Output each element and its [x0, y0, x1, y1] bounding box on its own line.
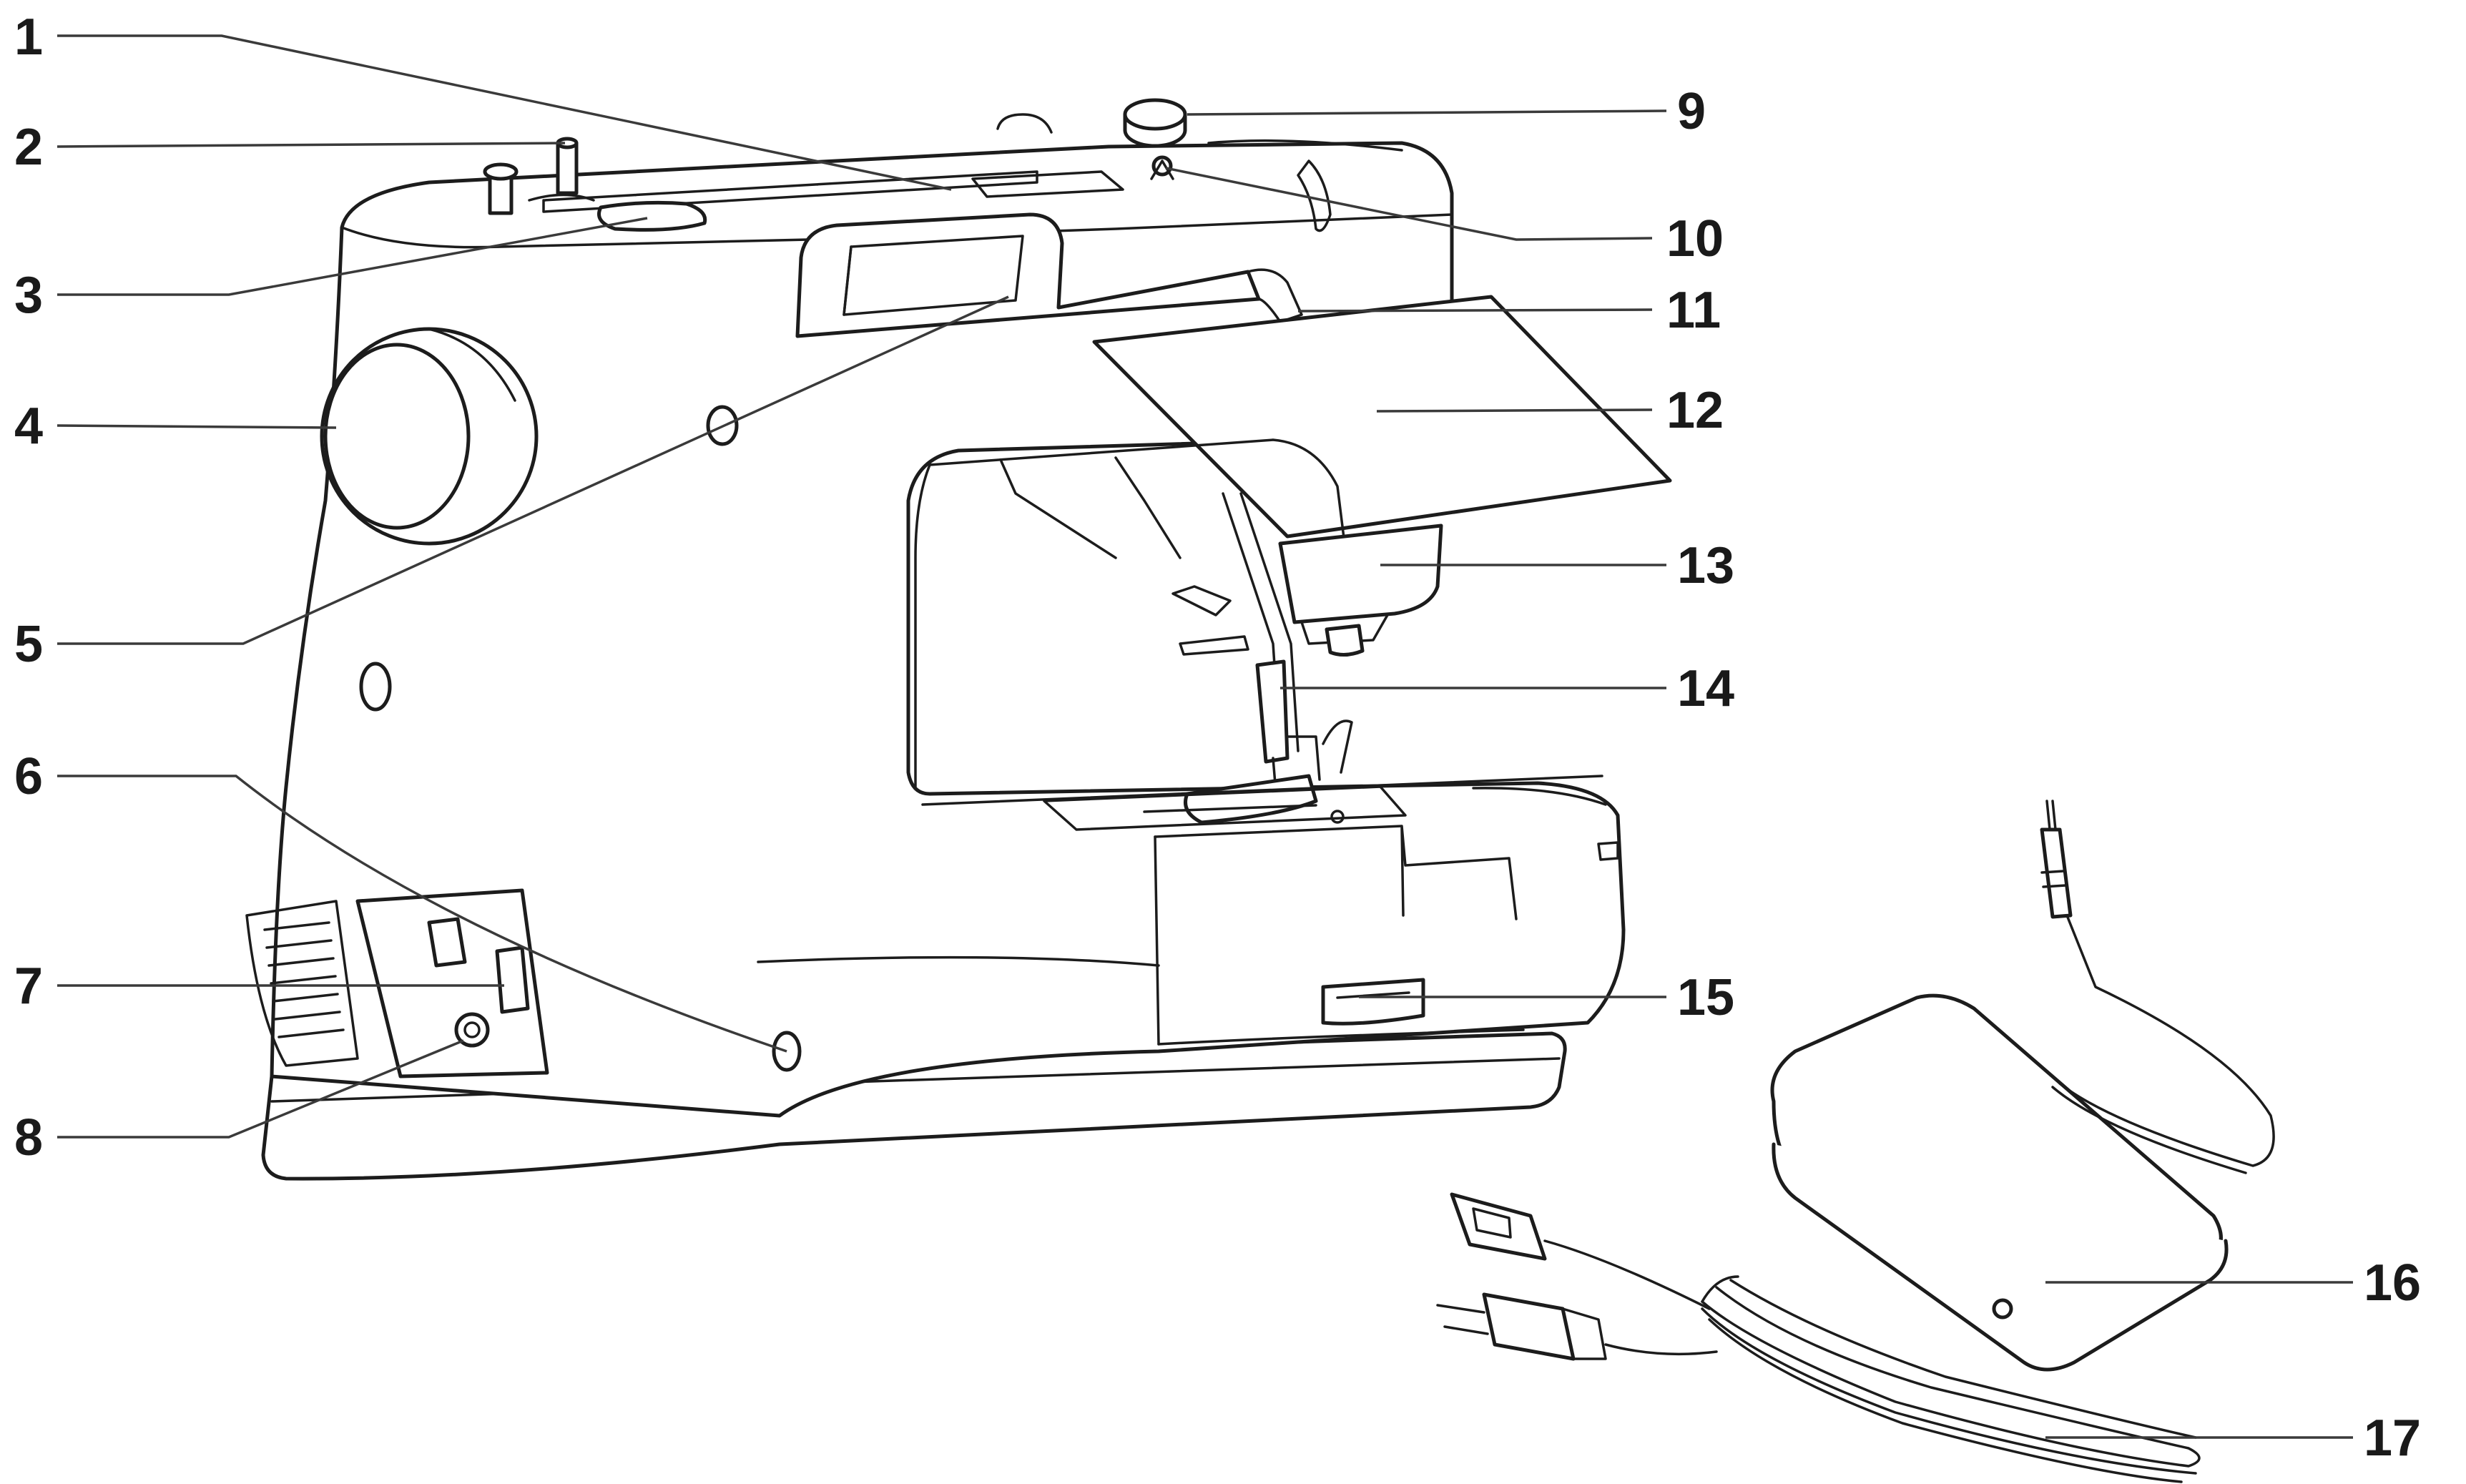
leader-line-12	[1376, 408, 1653, 413]
callout-9: 9	[1677, 83, 1706, 140]
sewing-machine	[245, 98, 1672, 1181]
power-cord	[1701, 1275, 2201, 1483]
leader-line-9	[1187, 109, 1667, 116]
foot-control	[1436, 800, 2275, 1483]
callout-16: 16	[2364, 1254, 2421, 1312]
carrying-handle	[795, 212, 1261, 338]
callout-4: 4	[14, 398, 43, 455]
power-switch	[427, 917, 467, 968]
leader-line-6	[57, 775, 787, 1053]
leader-line-5	[57, 295, 1009, 645]
leader-line-4	[57, 424, 337, 429]
leader-line-1	[57, 34, 952, 191]
callout-5: 5	[14, 616, 43, 673]
callout-11: 11	[1666, 282, 1721, 339]
callout-8: 8	[14, 1109, 43, 1166]
handwheel	[320, 327, 539, 546]
callout-15: 15	[1677, 969, 1734, 1026]
top-cover	[1092, 295, 1672, 539]
callout-1: 1	[14, 9, 43, 66]
callout-13: 13	[1677, 537, 1734, 594]
leader-line-11	[1297, 308, 1653, 313]
callout-14: 14	[1677, 660, 1734, 717]
callout-17: 17	[2364, 1410, 2421, 1467]
leader-line-2	[57, 142, 566, 148]
callout-7: 7	[14, 958, 43, 1015]
callout-labels: 1 2 3 4 5 6 7 8 9 10 11 12 13 14 15 16 1…	[14, 9, 2421, 1467]
callout-10: 10	[1666, 210, 1724, 267]
leader-lines	[57, 34, 2353, 1439]
power-cord-socket	[495, 945, 530, 1014]
callout-12: 12	[1666, 382, 1724, 439]
leader-line-8	[57, 1039, 464, 1139]
leader-line-10	[1165, 167, 1653, 241]
callout-2: 2	[14, 119, 43, 176]
callout-6: 6	[14, 748, 43, 805]
foot-control-socket	[454, 1012, 490, 1048]
bobbin-winder	[597, 200, 707, 232]
ventilation-slots	[263, 921, 345, 1038]
leader-line-3	[57, 217, 648, 296]
callout-3: 3	[14, 267, 43, 324]
